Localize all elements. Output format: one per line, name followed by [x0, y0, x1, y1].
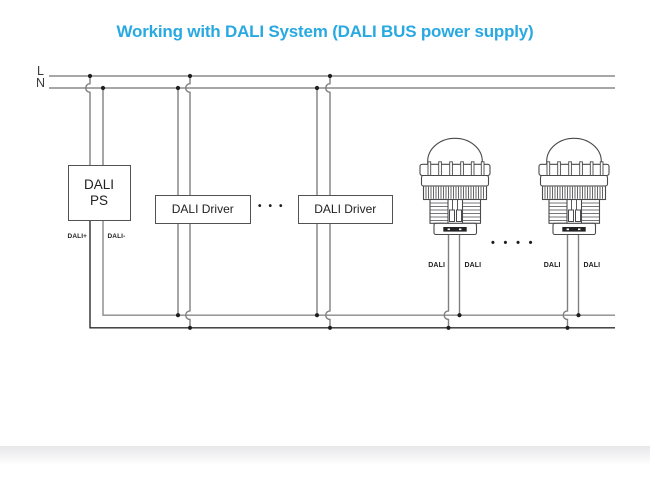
dali-bus-plus [89, 221, 615, 329]
dali-ps-label-line2: PS [89, 193, 108, 208]
lamp1-terminal-right-label: DALI [464, 262, 482, 269]
lamp1-terminal-left-label: DALI [428, 262, 445, 269]
lamp2-terminal-right-label: DALI [583, 262, 601, 269]
line-n-label: N [36, 76, 46, 90]
diagram-title: Working with DALI System (DALI BUS power… [116, 22, 534, 41]
line-l-label: L [37, 64, 44, 78]
junction-dots [87, 73, 581, 330]
dali-ps-label-line1: DALI [83, 177, 114, 192]
dali-driver-box-1: DALI Driver [155, 195, 251, 224]
dali-driver2-label: DALI Driver [314, 202, 377, 216]
ps-mains-wiring [85, 76, 104, 165]
lamp2-wiring [562, 234, 580, 328]
ps-terminal-dali-minus-label: DALI- [107, 232, 126, 240]
dali-driver1-label: DALI Driver [171, 202, 234, 216]
driver2-wiring [316, 76, 331, 328]
more-drivers-ellipsis: ••• [258, 201, 290, 212]
dali-driver-box-2: DALI Driver [297, 195, 393, 224]
more-lamps-ellipsis: •••• [491, 237, 542, 249]
page-bottom-shadow [0, 446, 650, 465]
dali-lamp1-icon [419, 137, 491, 236]
driver1-wiring [177, 76, 191, 328]
lamp1-wiring [443, 234, 461, 328]
lamp2-terminal-left-label: DALI [543, 262, 561, 269]
dali-ps-box: DALI PS [67, 165, 131, 221]
ps-terminal-dali-plus-label: DALI+ [67, 232, 87, 240]
dali-lamp2-icon [538, 137, 610, 236]
